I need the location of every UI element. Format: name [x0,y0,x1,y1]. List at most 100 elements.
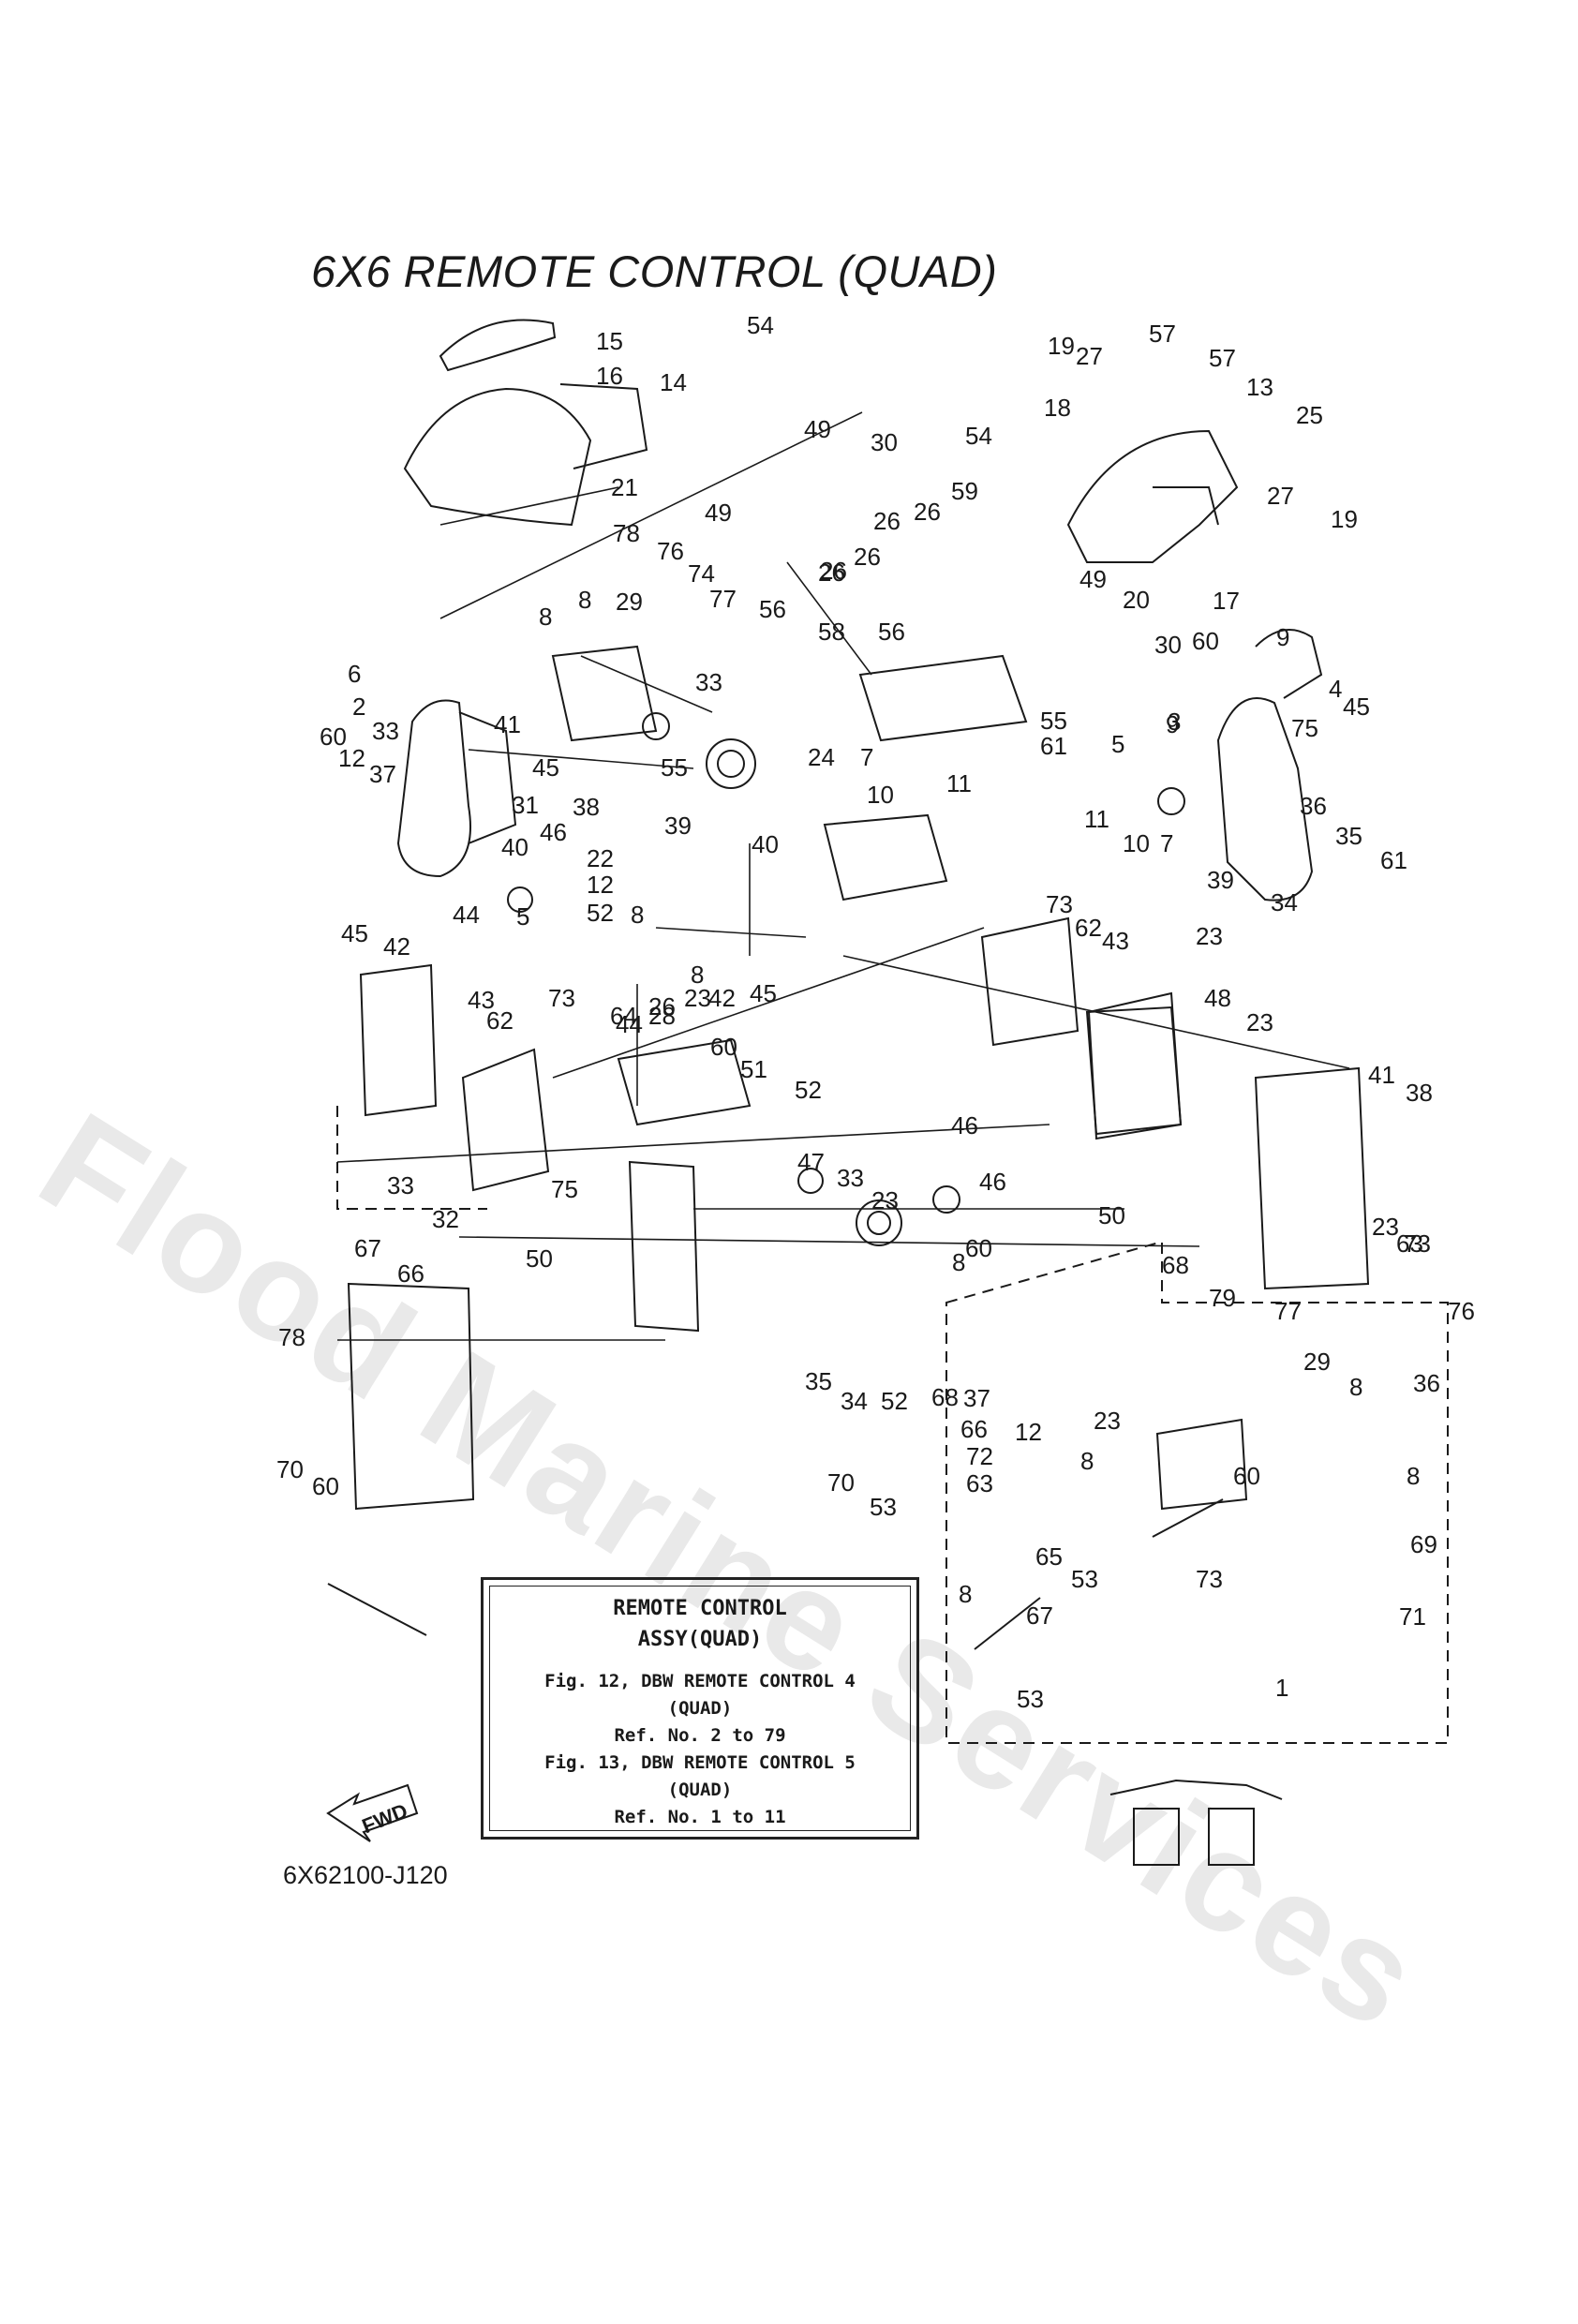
callout-label: 13 [1246,373,1273,401]
note-line-4: Fig. 13, DBW REMOTE CONTROL 5 [544,1752,856,1773]
callout-label: 76 [1448,1297,1475,1325]
callout-label: 34 [1271,888,1298,916]
callout-label: 26 [914,498,941,526]
callout-label: 8 [691,961,704,989]
callout-labels: 54 19 27 57 57 13 25 15 16 14 49 30 18 5… [276,311,1475,1713]
callout-label: 67 [1026,1601,1053,1630]
callout-label: 26 [820,557,847,585]
callout-label: 26 [873,507,901,535]
callout-label: 33 [372,717,399,745]
callout-label: 12 [338,744,365,772]
callout-label: 66 [397,1259,424,1288]
bracket-part [347,963,1370,1511]
callout-label: 55 [1040,707,1067,735]
callout-label: 62 [486,1006,514,1035]
callout-label: 41 [494,710,521,738]
callout-label: 36 [1413,1369,1440,1397]
callout-label: 46 [540,818,567,846]
note-line-5: (QUAD) [667,1780,733,1800]
callout-label: 56 [759,595,786,623]
callout-label: 78 [613,519,640,547]
note-line-6: Ref. No. 1 to 11 [614,1807,786,1827]
note-heading-1: REMOTE CONTROL [613,1597,787,1620]
callout-label: 63 [966,1469,993,1497]
callout-label: 44 [616,1010,643,1038]
callout-label: 60 [1233,1462,1260,1490]
callout-label: 53 [870,1493,897,1521]
handle-left-part [396,699,517,878]
callout-label: 73 [1404,1229,1431,1258]
callout-label: 64 [610,1002,637,1030]
callout-label: 34 [841,1387,868,1415]
diagram-part-code: 6X62100-J120 [283,1861,448,1889]
callout-label: 10 [1123,829,1150,857]
callout-label: 40 [752,830,779,858]
callout-label: 57 [1149,320,1176,348]
callout-label: 27 [1267,482,1294,510]
cable-tie-part [327,1498,1224,1650]
gear-assembly-part [507,712,1185,1246]
callout-label: 60 [320,723,347,751]
callout-label: 24 [808,743,835,771]
callout-label: 3 [1168,708,1181,736]
callout-label: 52 [881,1387,908,1415]
callout-label: 50 [1098,1201,1125,1229]
callout-label: 42 [383,932,410,961]
callout-label: 16 [596,362,623,390]
note-line-1: Fig. 12, DBW REMOTE CONTROL 4 [544,1671,856,1691]
handle-right-part [1216,629,1323,901]
callout-label: 20 [1123,586,1150,614]
callout-label: 61 [1040,732,1067,760]
callout-label: 23 [1246,1008,1273,1036]
callout-label: 43 [468,986,495,1014]
callout-label: 53 [1071,1565,1098,1593]
callout-label: 56 [878,618,905,646]
callout-label: 11 [946,769,972,797]
callout-label: 25 [1296,401,1323,429]
callout-label: 8 [1349,1373,1362,1401]
callout-label: 60 [965,1234,992,1262]
callout-label: 12 [587,871,614,899]
callout-label: 52 [587,899,614,927]
callout-label: 15 [596,327,623,355]
callout-label: 8 [539,603,552,631]
callout-label: 21 [611,473,638,501]
callout-label: 66 [960,1415,988,1443]
connector-photo-part [1109,1779,1283,1866]
page-title: 6X6 REMOTE CONTROL (QUAD) [311,246,998,296]
callout-label: 70 [827,1468,855,1497]
callout-label: 8 [959,1580,972,1608]
callout-label: 9 [1166,710,1179,738]
callout-label: 23 [684,984,711,1012]
callout-label: 26 [854,543,881,571]
callout-label: 50 [526,1244,553,1273]
callout-label: 49 [705,499,732,527]
callout-label: 72 [966,1442,993,1470]
callout-label: 23 [1196,922,1223,950]
callout-label: 30 [871,428,898,456]
callout-label: 49 [1079,565,1107,593]
callout-label: 7 [860,743,873,771]
callout-label: 35 [805,1367,832,1395]
top-cover-part [403,319,648,527]
callout-label: 5 [1111,730,1124,758]
callout-label: 63 [1396,1229,1423,1258]
callout-label: 38 [1406,1079,1433,1107]
callout-label: 41 [1368,1061,1395,1089]
note-line-3: Ref. No. 2 to 79 [614,1725,786,1746]
callout-label: 18 [1044,394,1071,422]
callout-label: 23 [1372,1213,1399,1241]
callout-label: 54 [965,422,992,450]
callout-label: 73 [548,984,575,1012]
callout-label: 5 [516,902,529,931]
fwd-arrow-icon [326,1783,419,1842]
callout-label: 10 [867,781,894,809]
callout-label: 52 [795,1076,822,1104]
callout-label: 48 [1204,984,1231,1012]
callout-label: 4 [1329,675,1342,703]
callout-label: 39 [664,812,692,840]
callout-label: 37 [369,760,396,788]
callout-label: 8 [1407,1462,1420,1490]
callout-label: 65 [1035,1542,1063,1571]
